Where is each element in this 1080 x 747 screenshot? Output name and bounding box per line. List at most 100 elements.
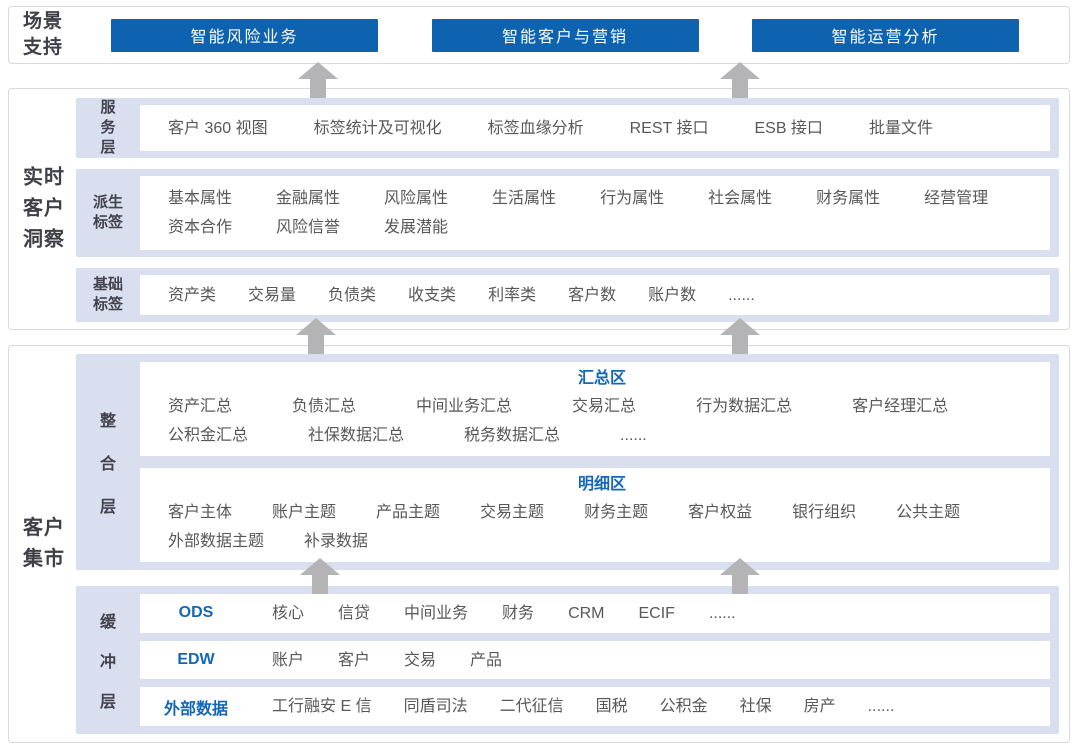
panel-spacer: [76, 570, 1059, 586]
scenario-button-row: 智能风险业务 智能客户与营销 智能运营分析: [111, 18, 1019, 52]
service-layer-label: 服 务 层: [76, 98, 140, 158]
layer-item: 金融属性: [276, 190, 341, 207]
layer-item: 客户 360 视图: [168, 119, 268, 137]
external-data-key: 外部数据: [163, 700, 228, 718]
derived-tags-line1: 基本属性金融属性风险属性生活属性行为属性社会属性财务属性经营管理: [168, 184, 1040, 213]
zone-item: 财务主题: [584, 504, 649, 521]
integration-zones: 汇总区 资产汇总 负债汇总 中间业务汇总 交易汇总 行为数据汇总 客户经理汇总 公积金汇总…: [140, 362, 1050, 562]
zone-item: ......: [620, 427, 647, 444]
buffer-item: 账户: [272, 651, 305, 669]
buffer-item: 公积金: [659, 698, 708, 716]
basic-tags-row: 基础 标签 资产类交易量负债类收支类利率类客户数账户数......: [76, 268, 1059, 322]
label-line: 标签: [92, 214, 123, 231]
derived-tags-box: 基本属性金融属性风险属性生活属性行为属性社会属性财务属性经营管理 资本合作风险信…: [140, 176, 1050, 250]
summary-zone-line1: 资产汇总 负债汇总 中间业务汇总 交易汇总 行为数据汇总 客户经理汇总: [168, 392, 1036, 421]
derived-tags-row: 派生 标签 基本属性金融属性风险属性生活属性行为属性社会属性财务属性经营管理 资…: [76, 169, 1059, 257]
up-arrow-icon: [296, 318, 336, 354]
zone-item: 客户主体: [168, 504, 233, 521]
buffer-item: ......: [867, 698, 895, 716]
layer-item: 标签统计及可视化: [313, 119, 442, 137]
buffer-item: 财务: [502, 604, 535, 622]
zone-item: 中间业务汇总: [416, 398, 513, 415]
detail-zone-line2: 外部数据主题 补录数据: [168, 527, 1036, 556]
scenario-support-label: 场景 支持: [23, 9, 63, 61]
realtime-insight-section: 实时 客户 洞察 服 务 层 客户 360 视图 标签统计及可视化 标签血缘分析 RE…: [8, 88, 1070, 330]
mart-content: 整 合 层 汇总区 资产汇总负债汇总中间业务汇总交易汇总行为数据汇总客户经理汇总…: [76, 354, 1059, 734]
zone-item: 客户经理汇总: [852, 398, 949, 415]
layer-item: 收支类: [408, 286, 457, 304]
layer-item: 资本合作: [168, 219, 233, 236]
label-char: 层: [99, 499, 116, 516]
insight-rows: 服 务 层 客户 360 视图 标签统计及可视化 标签血缘分析 REST 接口 ESB …: [76, 98, 1059, 322]
customer-mart-label: 客户 集市: [23, 513, 79, 575]
buffer-item: CRM: [568, 604, 605, 622]
layer-item: REST 接口: [629, 119, 709, 137]
layer-item: 标签血缘分析: [487, 119, 584, 137]
summary-zone-title: 汇总区: [577, 370, 626, 387]
layer-item: 利率类: [488, 286, 537, 304]
scenario-marketing-button: 智能客户与营销: [431, 18, 699, 52]
layer-item: 负债类: [328, 286, 377, 304]
label-line: 标签: [92, 296, 123, 313]
label-char: 层: [100, 139, 116, 156]
scenario-risk-button: 智能风险业务: [111, 18, 379, 52]
summary-zone-line2: 公积金汇总社保数据汇总税务数据汇总......: [168, 421, 1036, 450]
label-line: 派生: [92, 194, 123, 211]
buffer-item: 信贷: [338, 604, 371, 622]
edw-items: 账户客户交易产品: [272, 646, 502, 675]
buffer-item: 房产: [803, 698, 836, 716]
zone-item: 行为数据汇总: [696, 398, 793, 415]
external-data-items: 工行融安 E 信同盾司法二代征信国税公积金社保房产......: [272, 692, 894, 721]
label-char: 服: [100, 99, 116, 116]
detail-zone-title: 明细区: [577, 476, 626, 493]
layer-item: 交易量: [248, 286, 297, 304]
derived-tags-label: 派生 标签: [76, 169, 140, 257]
layer-item: 风险信誉: [276, 219, 341, 236]
external-data-row: 外部数据 工行融安 E 信同盾司法二代征信国税公积金社保房产......: [140, 687, 1050, 727]
label-char: 务: [100, 119, 116, 136]
layer-item: ESB 接口: [754, 119, 823, 137]
zone-item: 资产汇总: [168, 398, 233, 415]
layer-item: 发展潜能: [384, 219, 449, 236]
up-arrow-icon: [298, 62, 338, 98]
zone-item: 外部数据主题: [168, 533, 265, 550]
zone-item: 公积金汇总: [168, 427, 249, 444]
zone-item: 补录数据: [304, 533, 369, 550]
zone-item: 负债汇总: [292, 398, 357, 415]
basic-tags-box: 资产类交易量负债类收支类利率类客户数账户数......: [140, 275, 1050, 315]
label-char: 合: [99, 456, 116, 473]
zone-item: 交易主题: [480, 504, 545, 521]
buffer-item: ECIF: [638, 604, 675, 622]
up-arrow-icon: [720, 62, 760, 98]
layer-item: 社会属性: [708, 190, 773, 207]
edw-key: EDW: [177, 651, 215, 668]
label-char: 冲: [99, 654, 116, 671]
insight-label-line: 实时: [23, 166, 65, 189]
scenario-support-section: 场景 支持 智能风险业务 智能客户与营销 智能运营分析: [8, 6, 1070, 64]
up-arrow-icon: [300, 558, 340, 594]
customer-mart-section: 客户 集市 整 合 层 汇总区 资产汇总负债汇总中间业务汇总交易汇总行为数据汇总…: [8, 345, 1070, 743]
zone-item: 交易汇总: [572, 398, 637, 415]
buffer-item: 工行融安 E 信: [272, 698, 372, 716]
basic-tags-label: 基础 标签: [76, 268, 140, 322]
integration-layer-panel: 整 合 层 汇总区 资产汇总负债汇总中间业务汇总交易汇总行为数据汇总客户经理汇总…: [76, 354, 1059, 570]
detail-zone-line1: 客户主体账户主题产品主题交易主题财务主题客户权益银行组织公共主题: [168, 498, 1036, 527]
buffer-item: 二代征信: [499, 698, 564, 716]
buffer-item: 交易: [404, 651, 437, 669]
detail-zone: 明细区 客户主体账户主题产品主题交易主题财务主题客户权益银行组织公共主题 外部数…: [140, 468, 1050, 562]
zone-item: 产品主题: [376, 504, 441, 521]
zone-item: 公共主题: [896, 504, 961, 521]
layer-item: ......: [728, 286, 755, 304]
insight-label-line: 客户: [23, 197, 65, 220]
layer-item: 行为属性: [600, 190, 665, 207]
realtime-insight-label: 实时 客户 洞察: [23, 163, 79, 256]
buffer-item: 产品: [470, 651, 503, 669]
label-char: 层: [99, 694, 116, 711]
